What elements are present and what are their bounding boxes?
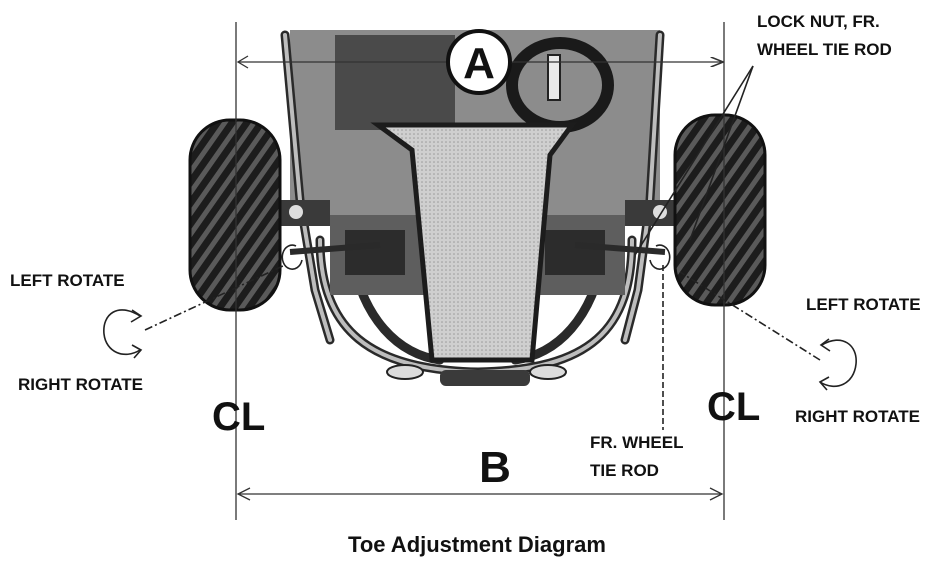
left-rotation-arrow-icon — [103, 309, 143, 359]
dimension-b-label: B — [479, 443, 511, 492]
front-nose-panel — [370, 122, 577, 363]
right-tie-rod — [574, 242, 666, 255]
right-rotate-leader — [679, 271, 821, 361]
lock-nut-label-line1: LOCK NUT, FR. — [757, 12, 880, 31]
diagram-caption: Toe Adjustment Diagram — [348, 532, 606, 557]
right-side-left-rotate-label: LEFT ROTATE — [806, 295, 921, 314]
lock-nut-leader-2 — [689, 65, 754, 241]
lock-nut-leader-1 — [634, 65, 754, 256]
tie-rod-label-line1: FR. WHEEL — [590, 433, 684, 452]
centerline-left-label: CL — [212, 395, 265, 439]
lock-nut-label-line2: WHEEL TIE ROD — [757, 40, 892, 59]
left-side-right-rotate-label: RIGHT ROTATE — [18, 375, 143, 394]
right-front-tire — [673, 113, 767, 307]
steering-column — [547, 54, 561, 101]
left-rotate-leader — [144, 264, 286, 331]
right-rotation-arrow-icon — [818, 338, 857, 391]
dimension-a-label: A — [463, 39, 495, 88]
kart-seat — [335, 35, 455, 130]
right-tie-rod-rotation-mark — [649, 244, 671, 270]
dimension-a-badge — [446, 29, 512, 95]
right-side-right-rotate-label: RIGHT ROTATE — [795, 407, 920, 426]
left-front-tire — [188, 118, 282, 312]
left-side-left-rotate-label: LEFT ROTATE — [10, 271, 125, 290]
left-tie-rod — [289, 242, 381, 255]
centerline-right-label: CL — [707, 385, 760, 429]
front-skid — [440, 370, 530, 386]
tie-rod-label-line2: TIE ROD — [590, 461, 659, 480]
left-tie-rod-rotation-mark — [281, 244, 303, 270]
